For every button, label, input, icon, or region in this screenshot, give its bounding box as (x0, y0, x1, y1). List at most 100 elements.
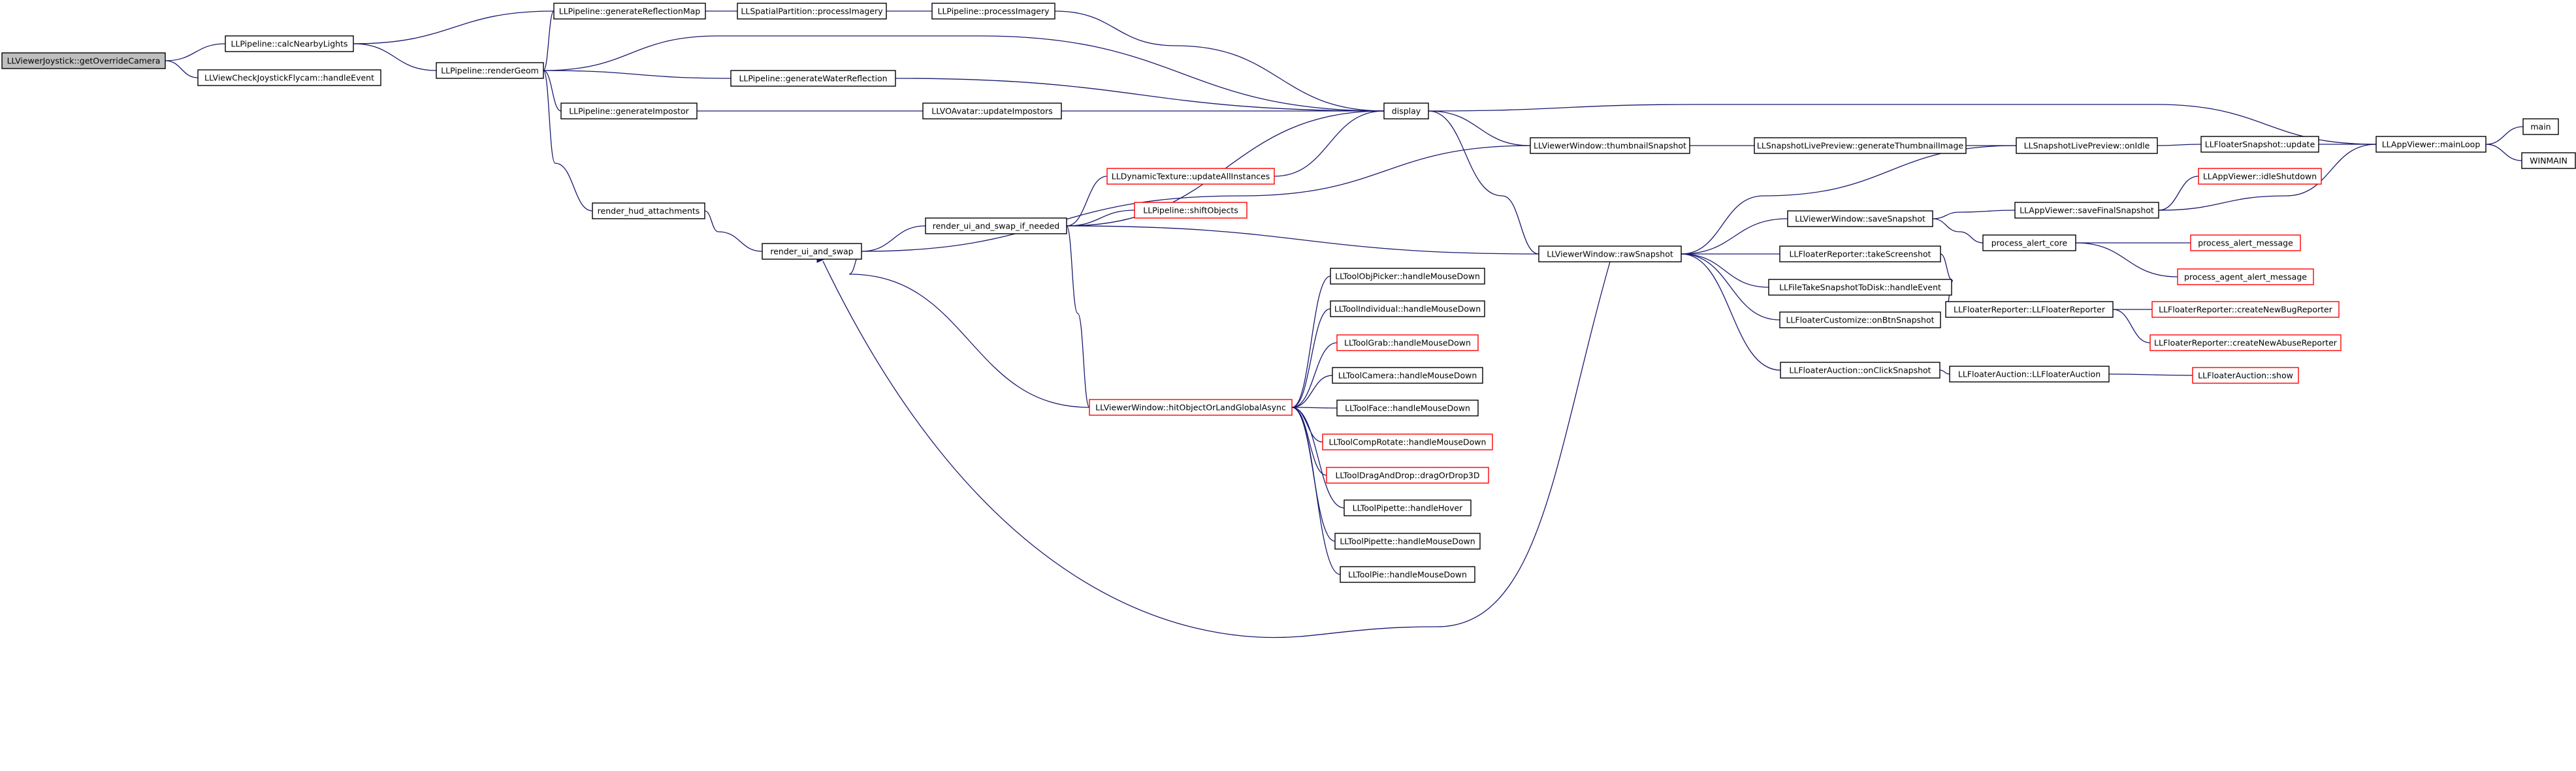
node-label: LLFloaterReporter::takeScreenshot (1789, 249, 1931, 259)
node-swapneeded[interactable]: render_ui_and_swap_if_needed (925, 217, 1067, 234)
node-rendergeom[interactable]: LLPipeline::renderGeom (436, 62, 544, 79)
node-label: LLSpatialPartition::processImagery (741, 7, 883, 16)
node-pie[interactable]: LLToolPie::handleMouseDown (1340, 566, 1475, 583)
node-abuserep[interactable]: LLFloaterReporter::createNewAbuseReporte… (2149, 334, 2342, 351)
node-filetake[interactable]: LLFileTakeSnapshotToDisk::handleEvent (1768, 279, 1952, 296)
node-label: LLToolObjPicker::handleMouseDown (1335, 272, 1480, 281)
edge-line (1274, 110, 1385, 177)
node-box (1330, 300, 1485, 317)
node-label: LLPipeline::generateImpostor (569, 106, 689, 116)
node-genwater[interactable]: LLPipeline::generateWaterReflection (730, 70, 896, 87)
node-genthumb[interactable]: LLSnapshotLivePreview::generateThumbnail… (1754, 137, 1967, 154)
node-label: LLToolDragAndDrop::dragOrDrop3D (1335, 471, 1479, 480)
node-indiv[interactable]: LLToolIndividual::handleMouseDown (1330, 300, 1485, 317)
node-main[interactable]: main (2522, 118, 2559, 135)
edge-line (1681, 218, 1788, 255)
node-objpicker[interactable]: LLToolObjPicker::handleMouseDown (1330, 268, 1485, 285)
node-hittest[interactable]: LLViewerWindow::hitObjectOrLandGlobalAsy… (1089, 399, 1293, 416)
node-dragdrop[interactable]: LLToolDragAndDrop::dragOrDrop3D (1326, 467, 1489, 484)
node-box (1780, 362, 1940, 379)
node-box (592, 202, 705, 219)
node-faucshow[interactable]: LLFloaterAuction::show (2192, 367, 2299, 384)
edge-line (1291, 308, 1331, 408)
edge-line (1681, 253, 1781, 371)
node-camera[interactable]: LLToolCamera::handleMouseDown (1332, 367, 1483, 384)
edge-line (353, 10, 555, 44)
node-box (553, 3, 706, 20)
edge-agentalert-to-procalert (2068, 239, 2178, 277)
node-box (1787, 210, 1933, 227)
node-agentalert[interactable]: process_agent_alert_message (2177, 268, 2314, 285)
node-rawsnap[interactable]: LLViewerWindow::rawSnapshot (1538, 245, 1682, 262)
node-box (925, 217, 1067, 234)
edge-swap-to-hud (697, 207, 763, 252)
node-fsupdate[interactable]: LLFloaterSnapshot::update (2200, 136, 2319, 153)
node-procalert[interactable]: process_alert_core (1982, 234, 2076, 251)
node-onidle[interactable]: LLSnapshotLivePreview::onIdle (2016, 137, 2158, 154)
node-box (2016, 137, 2158, 154)
edge-display-to-voavatar (1054, 107, 1384, 115)
node-faucctor[interactable]: LLFloaterAuction::LLFloaterAuction (1949, 366, 2110, 383)
node-box (2149, 334, 2342, 351)
node-box (1949, 366, 2110, 383)
node-box (2200, 136, 2319, 153)
node-shift[interactable]: LLPipeline::shiftObjects (1134, 202, 1248, 219)
node-box (1322, 433, 1493, 450)
node-box (922, 102, 1062, 119)
node-savefinal[interactable]: LLAppViewer::saveFinalSnapshot (2014, 202, 2159, 219)
node-label: LLToolGrab::handleMouseDown (1344, 338, 1471, 348)
node-voavatar[interactable]: LLVOAvatar::updateImpostors (922, 102, 1062, 119)
node-fcustom[interactable]: LLFloaterCustomize::onBtnSnapshot (1779, 311, 1941, 328)
node-faucsnap[interactable]: LLFloaterAuction::onClickSnapshot (1780, 362, 1940, 379)
node-mainloop[interactable]: LLAppViewer::mainLoop (2375, 136, 2487, 153)
node-box (1330, 268, 1485, 285)
node-face[interactable]: LLToolFace::handleMouseDown (1336, 400, 1479, 417)
node-alertmsg[interactable]: process_alert_message (2190, 234, 2301, 251)
node-box (1779, 311, 1941, 328)
node-swap[interactable]: render_ui_and_swap (762, 243, 862, 260)
node-display[interactable]: display (1383, 102, 1429, 119)
node-freporter[interactable]: LLFloaterReporter::LLFloaterReporter (1945, 301, 2114, 318)
node-flycam[interactable]: LLViewCheckJoystickFlycam::handleEvent (197, 69, 381, 86)
node-idleshut[interactable]: LLAppViewer::idleShutdown (2198, 168, 2322, 185)
node-box (762, 243, 862, 260)
node-pipedown[interactable]: LLToolPipette::handleMouseDown (1334, 533, 1481, 550)
node-thumb[interactable]: LLViewerWindow::thumbnailSnapshot (1530, 137, 1690, 154)
edge-pipehover-to-hittest (1284, 403, 1345, 509)
node-box (1326, 467, 1489, 484)
edge-line (2158, 176, 2199, 211)
edge-display-to-rendergeom (536, 35, 1385, 112)
node-calcnearby[interactable]: LLPipeline::calcNearbyLights (225, 35, 354, 52)
node-comprot[interactable]: LLToolCompRotate::handleMouseDown (1322, 433, 1493, 450)
node-pipehover[interactable]: LLToolPipette::handleHover (1344, 499, 1472, 516)
edge-takescreen-to-rawsnap (1673, 250, 1780, 258)
node-box (1945, 301, 2114, 318)
node-genrefl[interactable]: LLPipeline::generateReflectionMap (553, 3, 706, 20)
edge-faucshow-to-faucctor (2101, 370, 2193, 378)
node-spatial[interactable]: LLSpatialPartition::processImagery (737, 3, 887, 20)
node-box (197, 69, 381, 86)
edge-line (1291, 407, 1338, 409)
node-dyntex[interactable]: LLDynamicTexture::updateAllInstances (1106, 168, 1275, 185)
node-box (1383, 102, 1429, 119)
node-getoverride[interactable]: LLViewerJoystick::getOverrideCamera (1, 52, 166, 69)
node-label: LLFloaterCustomize::onBtnSnapshot (1786, 315, 1934, 325)
edge-genthumb-to-thumb (1682, 142, 1754, 149)
node-savesnap[interactable]: LLViewerWindow::saveSnapshot (1787, 210, 1933, 227)
node-grab[interactable]: LLToolGrab::handleMouseDown (1336, 334, 1479, 351)
edge-rawsnap-to-display (1421, 107, 1539, 255)
node-box (1344, 499, 1472, 516)
node-winmain[interactable]: WINMAIN (2521, 152, 2576, 169)
edge-line (1291, 342, 1338, 408)
edge-line (1291, 375, 1333, 408)
edge-line (543, 70, 732, 79)
node-hud[interactable]: render_hud_attachments (592, 202, 705, 219)
node-box (225, 35, 354, 52)
node-genimp[interactable]: LLPipeline::generateImpostor (560, 102, 698, 119)
node-label: render_hud_attachments (598, 206, 700, 216)
node-bugrep[interactable]: LLFloaterReporter::createNewBugReporter (2151, 301, 2340, 318)
node-label: LLViewerWindow::thumbnailSnapshot (1534, 141, 1686, 151)
node-procimg[interactable]: LLPipeline::processImagery (931, 3, 1055, 20)
edge-line (1932, 218, 1984, 244)
node-takescreen[interactable]: LLFloaterReporter::takeScreenshot (1779, 245, 1941, 262)
